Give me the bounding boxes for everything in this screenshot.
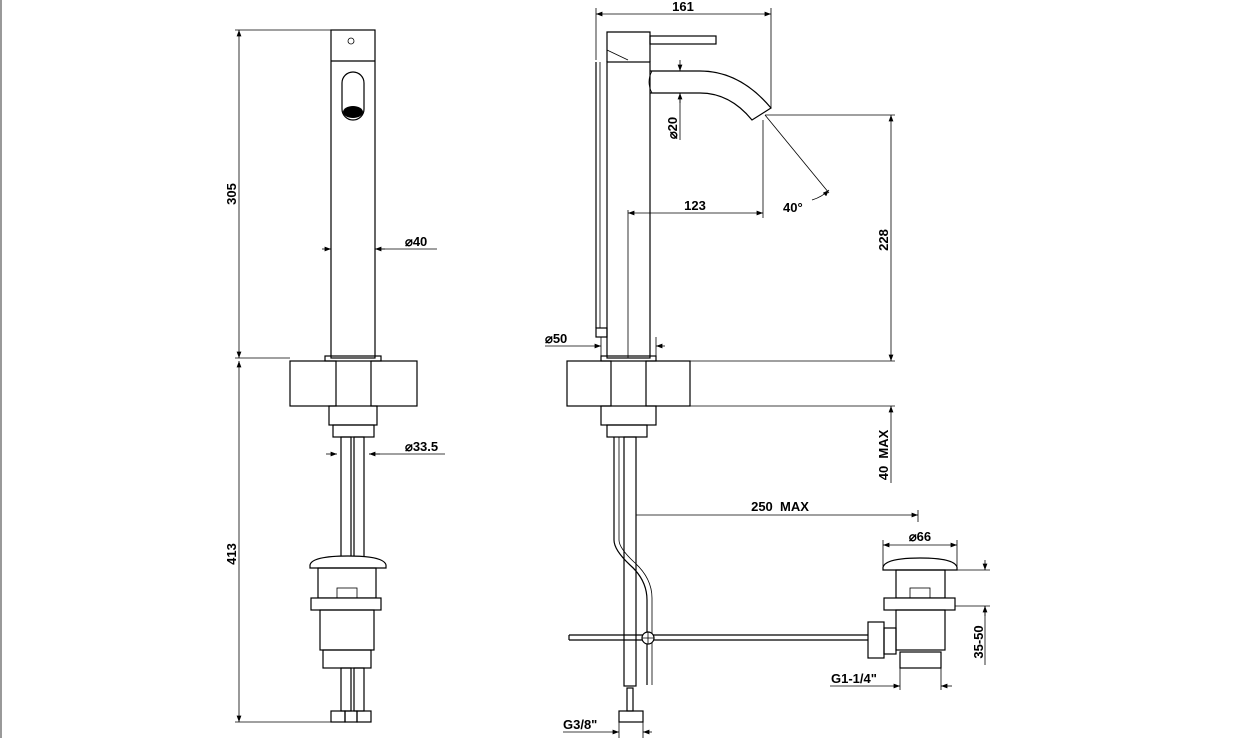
dim-base-diameter: ⌀50 [545,331,567,346]
lever-cartridge [606,31,651,62]
hose-nut [330,710,346,723]
waste-neck [895,569,946,599]
waste-flange [883,597,956,611]
waste-thread [899,651,942,669]
waste-flange [310,597,382,611]
base-ring [324,355,382,362]
dim-waste-diameter: ⌀66 [909,529,931,544]
flex-hose [623,436,637,687]
dim-spout-reach: 123 [684,198,706,213]
dim-spout-diameter: ⌀20 [665,117,680,139]
waste-cap [882,557,958,571]
dim-body-height: 305 [224,183,239,205]
dim-body-diameter: ⌀40 [405,234,427,249]
mixer-body [330,29,376,359]
spout-slot [341,71,365,121]
dim-waste-adjust: 35-50 [971,625,986,658]
dim-spray-angle: 40° [783,200,803,215]
waste-body [319,609,375,651]
flex-hose [353,436,365,559]
base-ring [600,355,657,362]
flex-hose [340,436,352,559]
dim-below-height: 413 [224,543,239,565]
lever-handle [649,35,717,45]
dim-hose-thread: G3/8" [563,717,597,732]
countertop-section [289,360,337,407]
fixing-nut [328,405,378,426]
side-view [545,8,990,738]
waste-thread [322,649,372,669]
fixing-nut [600,405,657,426]
dim-drain-rod-length: 250 MAX [751,499,809,514]
mixer-body [606,61,651,359]
drain-rod [613,437,648,685]
lever-pin [347,37,355,45]
dim-overall-depth: 161 [672,0,694,14]
front-view [235,29,445,723]
dim-counter-thickness: 40 MAX [876,429,891,480]
spout [650,70,772,121]
waste-body [895,609,946,651]
countertop-section [645,360,691,407]
dim-shank-diameter: ⌀33.5 [405,439,438,454]
waste-cap [309,555,387,569]
pivot-nut [867,621,885,659]
countertop-section [566,360,612,407]
aerator [343,106,363,118]
dim-spout-height: 228 [876,229,891,251]
hose-nut [618,710,644,723]
waste-neck [317,567,377,599]
countertop-section [370,360,418,407]
dim-waste-thread: G1-1/4" [831,671,877,686]
